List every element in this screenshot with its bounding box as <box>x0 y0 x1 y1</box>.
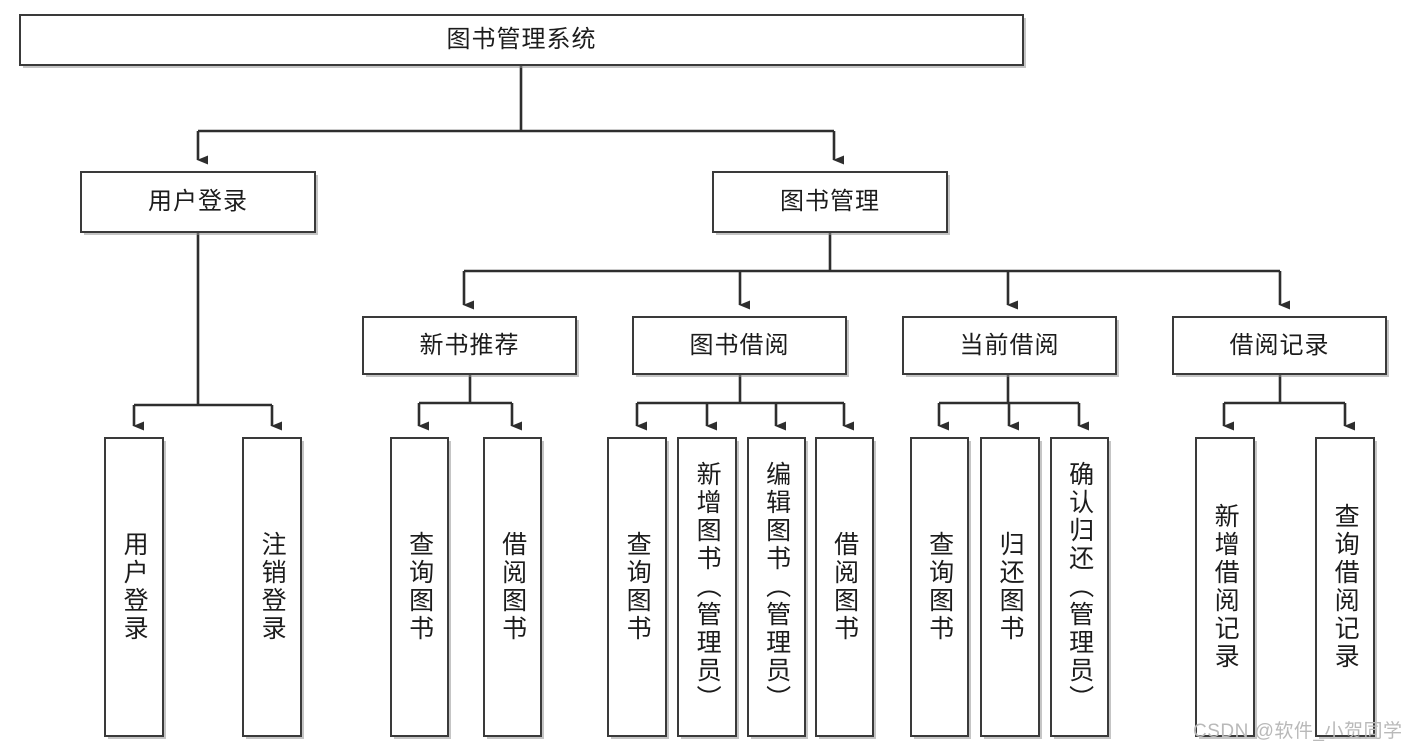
leaf-query-book-current-label: 查询图书 <box>925 531 954 643</box>
node-current-borrow-label: 当前借阅 <box>959 331 1060 359</box>
leaf-query-borrow-record-label: 查询借阅记录 <box>1331 503 1360 671</box>
leaf-query-book-recommend[interactable]: 查询图书 <box>390 437 449 737</box>
leaf-logout-label: 注销登录 <box>258 531 287 643</box>
node-borrow-records-label: 借阅记录 <box>1229 331 1330 359</box>
leaf-edit-book-admin-label: 编辑图书（管理员） <box>762 461 791 713</box>
node-root-label: 图书管理系统 <box>446 26 597 54</box>
leaf-confirm-return-admin[interactable]: 确认归还（管理员） <box>1050 437 1109 737</box>
leaf-edit-book-admin[interactable]: 编辑图书（管理员） <box>747 437 806 737</box>
leaf-query-book-current[interactable]: 查询图书 <box>910 437 969 737</box>
node-book-management[interactable]: 图书管理 <box>712 171 948 233</box>
leaf-return-book-label: 归还图书 <box>996 531 1025 643</box>
leaf-confirm-return-admin-label: 确认归还（管理员） <box>1065 461 1094 713</box>
leaf-borrow-book-recommend[interactable]: 借阅图书 <box>483 437 542 737</box>
node-root[interactable]: 图书管理系统 <box>19 14 1024 66</box>
leaf-user-login[interactable]: 用户登录 <box>104 437 164 737</box>
leaf-query-book-borrow-label: 查询图书 <box>623 531 652 643</box>
leaf-query-book-recommend-label: 查询图书 <box>405 531 434 643</box>
csdn-watermark: CSDN @软件_小贺同学 <box>1193 721 1403 742</box>
node-user-login-label: 用户登录 <box>148 188 248 216</box>
node-new-book-recommend[interactable]: 新书推荐 <box>362 316 577 375</box>
leaf-user-login-label: 用户登录 <box>120 531 149 643</box>
node-book-borrow[interactable]: 图书借阅 <box>632 316 847 375</box>
leaf-logout[interactable]: 注销登录 <box>242 437 302 737</box>
node-book-management-label: 图书管理 <box>780 188 880 216</box>
leaf-lend-book[interactable]: 借阅图书 <box>815 437 874 737</box>
node-current-borrow[interactable]: 当前借阅 <box>902 316 1117 375</box>
leaf-add-borrow-record-label: 新增借阅记录 <box>1211 503 1240 671</box>
node-user-login[interactable]: 用户登录 <box>80 171 316 233</box>
leaf-add-book-admin[interactable]: 新增图书（管理员） <box>677 437 737 737</box>
leaf-return-book[interactable]: 归还图书 <box>980 437 1040 737</box>
node-borrow-records[interactable]: 借阅记录 <box>1172 316 1387 375</box>
leaf-add-borrow-record[interactable]: 新增借阅记录 <box>1195 437 1255 737</box>
leaf-lend-book-label: 借阅图书 <box>830 531 859 643</box>
leaf-query-book-borrow[interactable]: 查询图书 <box>607 437 667 737</box>
node-new-book-recommend-label: 新书推荐 <box>419 331 520 359</box>
leaf-add-book-admin-label: 新增图书（管理员） <box>693 461 722 713</box>
leaf-borrow-book-recommend-label: 借阅图书 <box>498 531 527 643</box>
leaf-query-borrow-record[interactable]: 查询借阅记录 <box>1315 437 1375 737</box>
node-book-borrow-label: 图书借阅 <box>689 331 790 359</box>
